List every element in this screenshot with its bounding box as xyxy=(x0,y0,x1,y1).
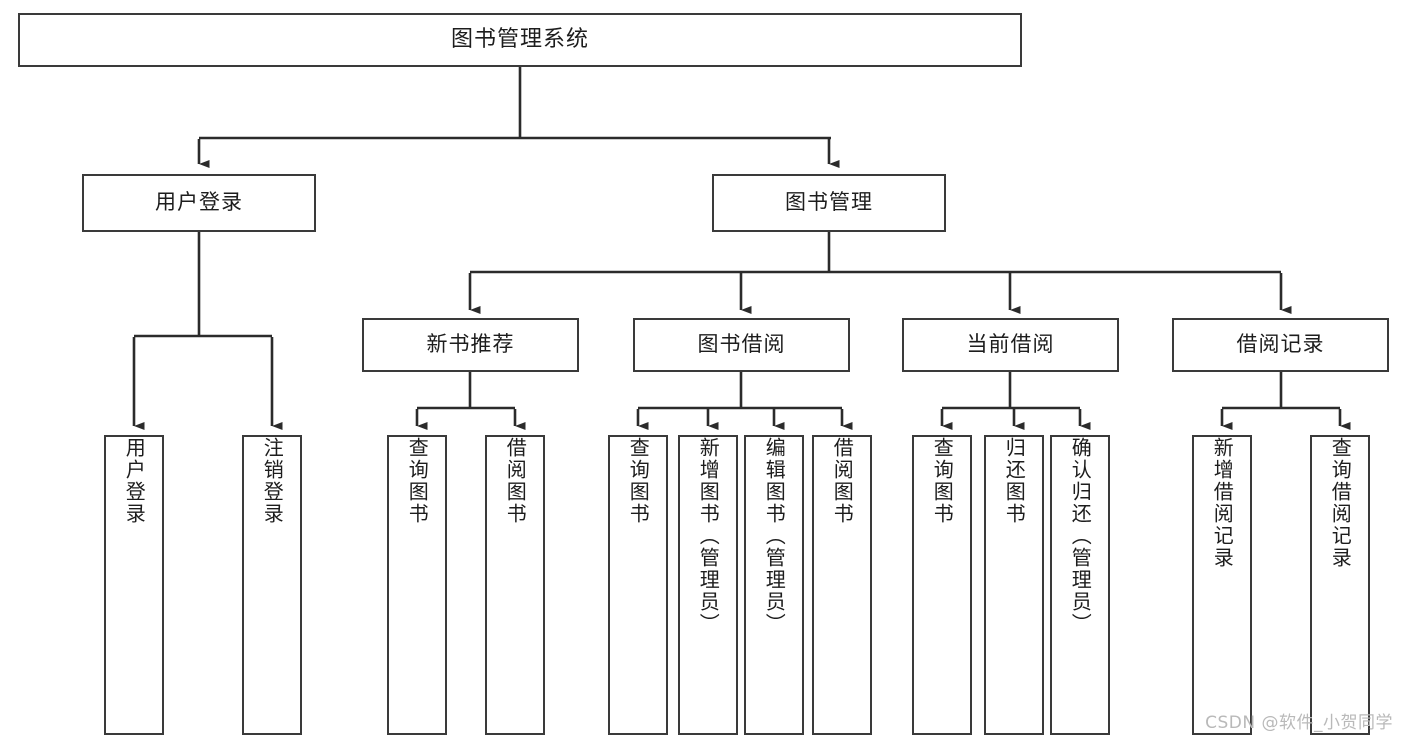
node-leaf-borrow-books-1[interactable]: 借阅图书 xyxy=(485,435,545,735)
node-label: 借阅记录 xyxy=(1236,332,1325,357)
node-label: 新书推荐 xyxy=(426,332,515,357)
node-label: 图书管理 xyxy=(785,190,873,215)
node-label: 查询图书 xyxy=(626,437,651,525)
node-leaf-add-borrow-record[interactable]: 新增借阅记录 xyxy=(1192,435,1252,735)
node-leaf-query-borrow-record[interactable]: 查询借阅记录 xyxy=(1310,435,1370,735)
node-label: 查询图书 xyxy=(930,437,955,525)
node-label: 编辑图书（管理员） xyxy=(762,437,787,635)
node-leaf-user-logout[interactable]: 注销登录 xyxy=(242,435,302,735)
node-leaf-return-books[interactable]: 归还图书 xyxy=(984,435,1044,735)
node-current-borrow[interactable]: 当前借阅 xyxy=(902,318,1119,372)
node-borrow-records[interactable]: 借阅记录 xyxy=(1172,318,1389,372)
node-label: 图书借阅 xyxy=(697,332,786,357)
node-label: 借阅图书 xyxy=(503,437,528,525)
node-leaf-add-book-admin[interactable]: 新增图书（管理员） xyxy=(678,435,738,735)
node-label: 归还图书 xyxy=(1002,437,1027,525)
node-new-book-recommend[interactable]: 新书推荐 xyxy=(362,318,579,372)
node-label: 确认归还（管理员） xyxy=(1068,437,1093,635)
node-label: 图书管理系统 xyxy=(450,26,589,52)
node-label: 当前借阅 xyxy=(966,332,1055,357)
node-leaf-edit-book-admin[interactable]: 编辑图书（管理员） xyxy=(744,435,804,735)
node-label: 用户登录 xyxy=(155,190,243,215)
csdn-watermark: CSDN @软件_小贺同学 xyxy=(1205,713,1393,733)
node-label: 查询借阅记录 xyxy=(1328,437,1353,569)
node-label: 新增借阅记录 xyxy=(1210,437,1235,569)
node-leaf-query-books-1[interactable]: 查询图书 xyxy=(387,435,447,735)
node-leaf-query-books-2[interactable]: 查询图书 xyxy=(608,435,668,735)
node-leaf-user-login[interactable]: 用户登录 xyxy=(104,435,164,735)
node-label: 用户登录 xyxy=(122,437,147,525)
node-label: 查询图书 xyxy=(405,437,430,525)
node-leaf-confirm-return-admin[interactable]: 确认归还（管理员） xyxy=(1050,435,1110,735)
node-leaf-query-books-3[interactable]: 查询图书 xyxy=(912,435,972,735)
node-user-login[interactable]: 用户登录 xyxy=(82,174,316,232)
node-label: 新增图书（管理员） xyxy=(696,437,721,635)
node-label: 注销登录 xyxy=(260,437,285,525)
node-leaf-borrow-books-2[interactable]: 借阅图书 xyxy=(812,435,872,735)
node-label: 借阅图书 xyxy=(830,437,855,525)
node-book-borrow[interactable]: 图书借阅 xyxy=(633,318,850,372)
node-root-book-management-system[interactable]: 图书管理系统 xyxy=(18,13,1022,67)
node-book-management[interactable]: 图书管理 xyxy=(712,174,946,232)
